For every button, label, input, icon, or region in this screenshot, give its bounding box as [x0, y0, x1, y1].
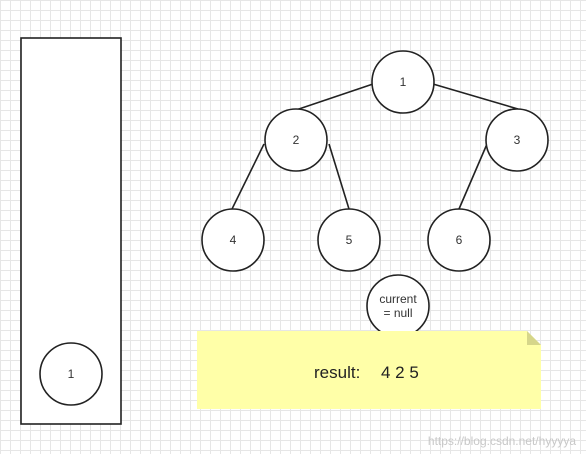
tree-node-5: 5	[317, 208, 381, 272]
tree-node-circle	[264, 108, 328, 172]
result-note-fold	[527, 331, 541, 345]
result-label: result:	[314, 363, 360, 382]
current-pointer-line1: current	[379, 292, 417, 306]
stack-item-circle	[39, 342, 103, 406]
result-note: result: 4 2 5	[197, 331, 541, 409]
tree-edge-3-6	[458, 143, 488, 210]
watermark-text: https://blog.csdn.net/hyyyya	[427, 434, 576, 448]
tree-node-2: 2	[264, 108, 328, 172]
result-note-body	[197, 331, 541, 409]
tree-edge-1-3	[432, 83, 519, 110]
tree-node-circle	[427, 208, 491, 272]
tree-node-label: 6	[456, 233, 463, 247]
tree-node-label: 4	[230, 233, 237, 247]
tree-node-4: 4	[201, 208, 265, 272]
tree-node-circle	[485, 108, 549, 172]
current-pointer-line2: = null	[383, 306, 412, 320]
tree-node-label: 5	[346, 233, 353, 247]
tree-edges	[231, 83, 519, 210]
tree-edge-2-4	[231, 143, 265, 210]
current-pointer-node: current = null	[366, 274, 430, 338]
tree-node-label: 3	[514, 133, 521, 147]
stack-item-node: 1	[39, 342, 103, 406]
result-values: 4 2 5	[381, 363, 419, 382]
tree-node-3: 3	[485, 108, 549, 172]
tree-node-circle	[317, 208, 381, 272]
tree-node-circle	[371, 50, 435, 114]
tree-node-1: 1	[371, 50, 435, 114]
tree-node-label: 1	[400, 75, 407, 89]
tree-edge-1-2	[289, 83, 374, 113]
tree-node-6: 6	[427, 208, 491, 272]
tree-node-circle	[201, 208, 265, 272]
tree-edge-2-5	[328, 143, 350, 210]
tree-node-label: 2	[293, 133, 300, 147]
stack-item-label: 1	[68, 367, 75, 381]
